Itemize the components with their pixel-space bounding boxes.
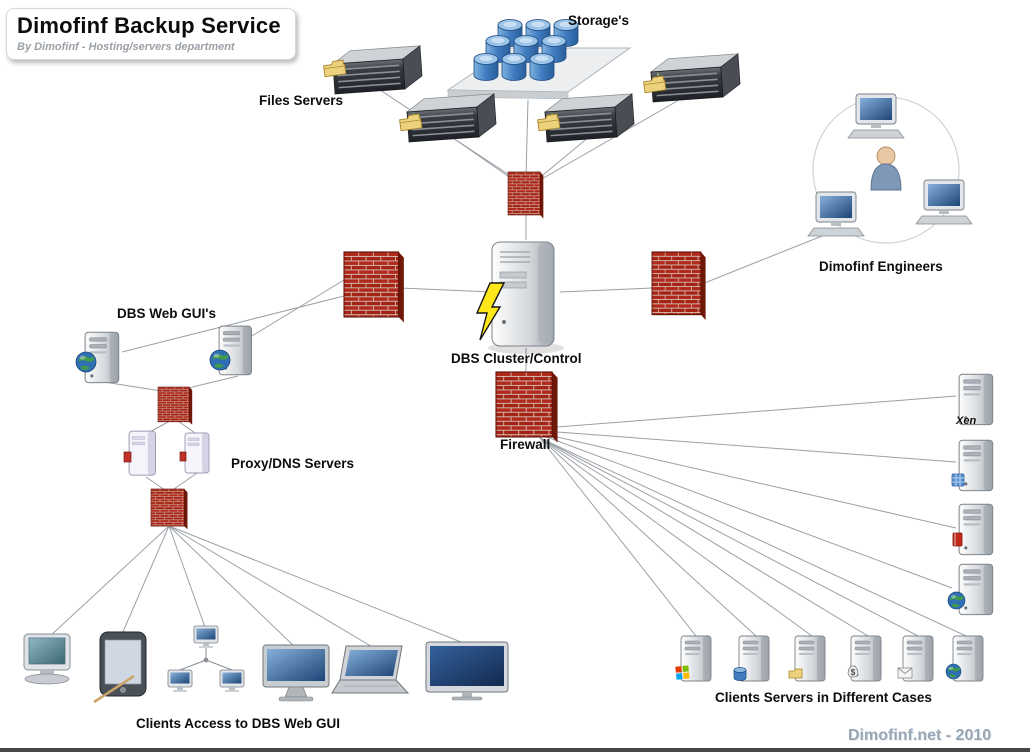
- firewall-right-icon: [651, 251, 707, 321]
- engineers-label: Dimofinf Engineers: [819, 259, 943, 274]
- folder-icon: [536, 113, 561, 132]
- case-server-2: [733, 635, 770, 682]
- folder-icon: [788, 668, 803, 679]
- clients-servers-label: Clients Servers in Different Cases: [715, 690, 932, 705]
- proxy-server-2: [179, 432, 210, 474]
- client-device-2: [93, 631, 147, 704]
- chip-badge-icon: [179, 451, 187, 462]
- white-server-icon: [184, 432, 210, 474]
- firewall-left-icon: [343, 251, 405, 324]
- files-server-2: [642, 53, 742, 103]
- xen-label: Xen: [955, 415, 976, 427]
- mini-computer-icon: [219, 669, 245, 693]
- storage-cylinder-icon: [473, 53, 499, 81]
- engineer-computer-icon: [915, 179, 973, 225]
- page-subtitle: By Dimofinf - Hosting/servers department: [17, 41, 235, 53]
- cluster-label: DBS Cluster/Control: [451, 351, 582, 366]
- chip-icon: [951, 473, 965, 487]
- firewall-top-icon: [507, 171, 544, 219]
- bottom-bar: [0, 748, 1030, 752]
- storage-cylinder-icon: [529, 53, 555, 81]
- firewall-center-icon: [495, 371, 559, 444]
- connectors: [47, 89, 967, 649]
- globe-icon: [75, 351, 97, 373]
- title-card: Dimofinf Backup Service By Dimofinf - Ho…: [6, 8, 296, 60]
- page-title: Dimofinf Backup Service: [17, 13, 281, 38]
- client-device-3: [167, 625, 245, 693]
- mini-computer-icon: [193, 625, 219, 649]
- lightning-bolt-icon: [475, 282, 506, 341]
- money-icon: [847, 665, 859, 678]
- engineers-group: [807, 93, 973, 244]
- white-server-icon: [128, 430, 157, 476]
- firewall-mid-1-icon: [157, 386, 193, 426]
- files-server-4: [536, 93, 636, 143]
- client-device-6: [425, 641, 509, 701]
- engineer-computer-icon: [847, 93, 905, 139]
- firewall-mid-2-icon: [150, 488, 188, 530]
- globe-icon: [947, 591, 966, 610]
- case-server-4: [847, 635, 882, 682]
- case-server-5: [897, 635, 934, 682]
- folder-icon: [642, 75, 667, 94]
- files-servers-label: Files Servers: [259, 93, 343, 108]
- book-icon: [952, 532, 963, 547]
- firewall-label: Firewall: [500, 437, 550, 452]
- storage-stack: [446, 19, 632, 100]
- mini-computer-icon: [167, 669, 193, 693]
- web-gui-server-2: [209, 325, 253, 376]
- client-device-1: [23, 633, 71, 685]
- files-server-3: [398, 93, 498, 143]
- case-server-3: [788, 635, 826, 682]
- proxy-label: Proxy/DNS Servers: [231, 456, 354, 471]
- storage-cylinder-icon: [501, 53, 527, 81]
- rack-server-icon: [649, 53, 742, 103]
- folder-icon: [398, 113, 423, 132]
- client-device-4: [262, 644, 330, 702]
- stylus-icon: [93, 674, 135, 704]
- keyboard-icon: [24, 673, 70, 685]
- globe-icon: [209, 349, 231, 371]
- web-gui-server-1: [75, 331, 120, 384]
- dbs-cluster-server: [475, 241, 564, 354]
- files-server-1: [322, 45, 424, 95]
- column-server-4: [947, 563, 994, 616]
- web-guis-label: DBS Web GUI's: [117, 306, 216, 321]
- tower-server-icon: [958, 503, 994, 556]
- chip-badge-icon: [123, 451, 132, 463]
- mail-icon: [897, 667, 913, 679]
- tower-server-icon: [958, 563, 994, 616]
- engineer-computer-icon: [807, 191, 865, 237]
- column-server-3: [952, 503, 994, 556]
- case-server-6: [945, 635, 984, 682]
- client-device-5: [331, 645, 410, 694]
- proxy-server-1: [123, 430, 157, 476]
- case-server-1: [675, 635, 712, 682]
- storages-label: Storage's: [568, 13, 629, 28]
- globe-icon: [945, 663, 962, 680]
- folder-icon: [322, 59, 347, 78]
- person-icon: [870, 146, 902, 191]
- database-icon: [733, 667, 747, 681]
- column-server-2: [951, 439, 994, 492]
- footer-credit: Dimofinf.net - 2010: [848, 727, 992, 744]
- clients-access-label: Clients Access to DBS Web GUI: [136, 716, 340, 731]
